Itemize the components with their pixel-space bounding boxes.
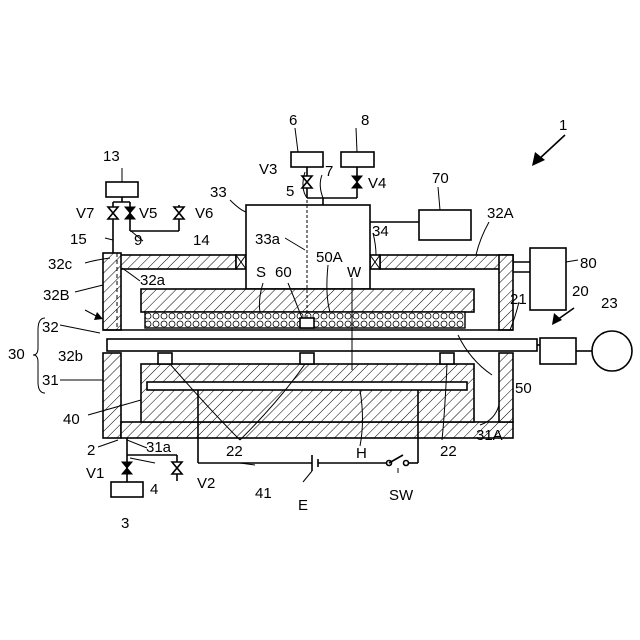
label-W: W: [347, 264, 362, 281]
label-E: E: [298, 497, 308, 514]
label-V4: V4: [368, 175, 386, 192]
label-33: 33: [210, 184, 227, 201]
label-31A: 31A: [476, 427, 503, 444]
label-V5: V5: [139, 205, 157, 222]
label-32: 32: [42, 319, 59, 336]
box-80: [530, 248, 566, 310]
label-8: 8: [361, 112, 369, 129]
label-32c: 32c: [48, 256, 73, 273]
box-70: [419, 210, 471, 240]
label-50: 50: [515, 380, 532, 397]
label-21: 21: [510, 291, 527, 308]
label-33a: 33a: [255, 231, 281, 248]
label-30: 30: [8, 346, 25, 363]
label-32a: 32a: [140, 272, 166, 289]
label-70: 70: [432, 170, 449, 187]
label-6: 6: [289, 112, 297, 129]
label-V3: V3: [259, 161, 277, 178]
label-V1: V1: [86, 465, 104, 482]
label-S: S: [256, 264, 266, 281]
label-V2: V2: [197, 475, 215, 492]
support-pins-22: [158, 353, 454, 364]
label-22-left: 22: [226, 443, 243, 460]
label-60: 60: [275, 264, 292, 281]
actuator-20: [540, 338, 576, 364]
heater-plate-40: [141, 364, 474, 422]
label-32A: 32A: [487, 205, 514, 222]
label-V7: V7: [76, 205, 94, 222]
label-31a: 31a: [146, 439, 172, 456]
label-7: 7: [325, 163, 333, 180]
label-41: 41: [255, 485, 272, 502]
tray-21: [107, 339, 540, 351]
heater-H: [147, 382, 467, 390]
label-V6: V6: [195, 205, 213, 222]
motor-23: [592, 331, 632, 371]
label-15: 15: [70, 231, 87, 248]
label-H: H: [356, 445, 367, 462]
label-34: 34: [372, 223, 389, 240]
sensor-60: [300, 318, 314, 328]
label-SW: SW: [389, 487, 414, 504]
label-32b: 32b: [58, 348, 83, 365]
label-31: 31: [42, 372, 59, 389]
label-3: 3: [121, 515, 129, 532]
label-80: 80: [580, 255, 597, 272]
label-5: 5: [286, 183, 294, 200]
label-9: 9: [134, 232, 142, 249]
label-32B: 32B: [43, 287, 70, 304]
label-2: 2: [87, 442, 95, 459]
label-4: 4: [150, 481, 158, 498]
label-40: 40: [63, 411, 80, 428]
label-23: 23: [601, 295, 618, 312]
label-14: 14: [193, 232, 210, 249]
label-20: 20: [572, 283, 589, 300]
label-13: 13: [103, 148, 120, 165]
label-22-right: 22: [440, 443, 457, 460]
arrow-1: [538, 135, 565, 160]
label-1: 1: [559, 117, 567, 134]
label-50A: 50A: [316, 249, 343, 266]
